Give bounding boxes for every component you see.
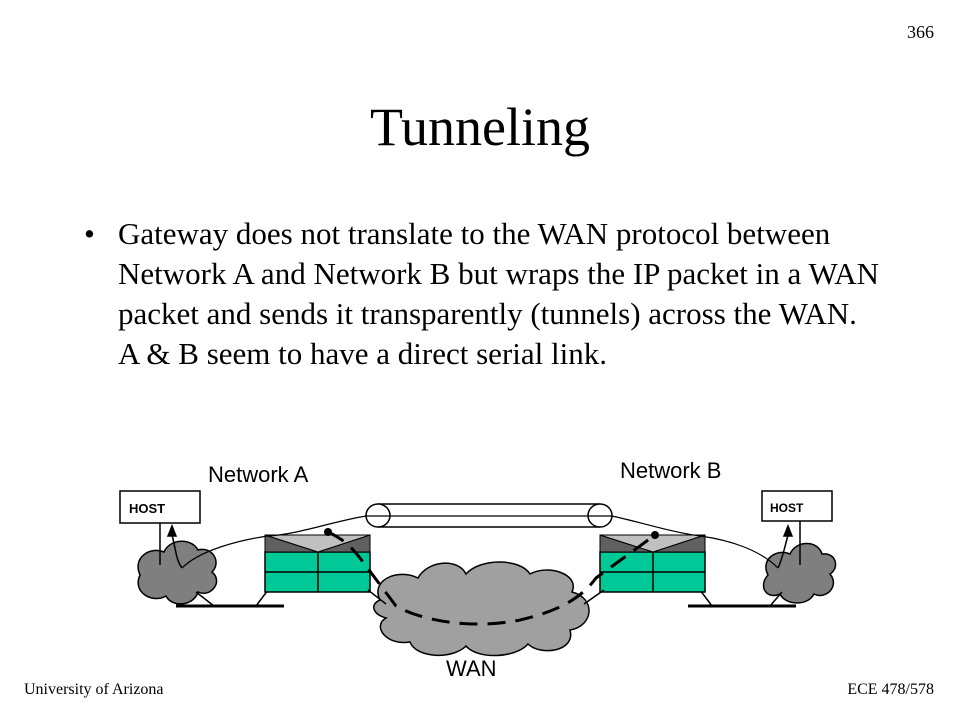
footer-course: ECE 478/578 bbox=[847, 681, 934, 698]
tunneling-diagram: Network A Network B WAN HOST HOST bbox=[119, 458, 837, 681]
router-a bbox=[264, 534, 371, 593]
tunnel-endpoint-a bbox=[324, 528, 332, 536]
host-right-link bbox=[777, 521, 801, 569]
network-a-cloud bbox=[137, 540, 218, 605]
slide-title: Tunneling bbox=[369, 97, 591, 157]
host-right: HOST bbox=[761, 490, 833, 522]
router-b-wan-link bbox=[583, 589, 605, 605]
bullet-list: Gateway does not translate to the WAN pr… bbox=[80, 214, 880, 374]
network-a-label: Network A bbox=[208, 462, 309, 487]
router-a-wan-link bbox=[367, 589, 387, 605]
host-left: HOST bbox=[119, 490, 201, 524]
tunnel-endpoint-b bbox=[651, 531, 659, 539]
tunnel-path-dashed bbox=[327, 530, 656, 626]
page-number: 366 bbox=[907, 22, 934, 42]
host-right-label: HOST bbox=[770, 501, 804, 515]
host-left-label: HOST bbox=[129, 501, 165, 516]
tunnel-path-thin bbox=[181, 515, 779, 569]
router-b bbox=[599, 534, 706, 593]
footer-university: University of Arizona bbox=[24, 681, 164, 698]
wan-label: WAN bbox=[446, 656, 497, 681]
wan-cloud bbox=[373, 561, 590, 657]
host-left-link bbox=[159, 523, 183, 569]
network-b-label: Network B bbox=[620, 458, 721, 483]
bullet-item: Gateway does not translate to the WAN pr… bbox=[80, 214, 880, 374]
